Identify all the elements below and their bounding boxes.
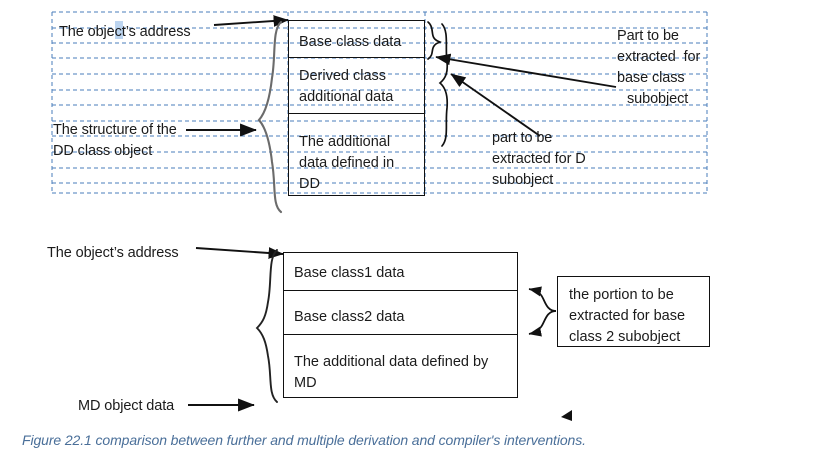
label-extract-d-line1: part to be xyxy=(492,130,553,146)
memory-block-dd xyxy=(288,20,425,196)
memory-cell-dd-base: Base class data xyxy=(299,34,402,50)
memory-cell-md-base1: Base class1 data xyxy=(294,265,405,281)
label-extract-base-line4: subobject xyxy=(627,91,689,107)
brace-d-subobject-large xyxy=(438,23,449,147)
label-portion-line3: class 2 subobject xyxy=(569,329,681,345)
memory-block-md xyxy=(283,252,518,398)
label-extract-d-line3: subobject xyxy=(492,172,554,188)
label-structure-dd-line2: DD class object xyxy=(53,143,153,159)
memory-cell-md-additional-line1: The additional data defined by xyxy=(294,354,489,370)
label-structure-dd-line1: The structure of the xyxy=(53,122,177,138)
brace-md-object xyxy=(255,249,278,403)
label-extract-base-line3: base class xyxy=(617,70,685,86)
arrow-object-address-bottom xyxy=(195,247,284,259)
stray-arrowhead-icon xyxy=(561,410,572,421)
memory-cell-dd-additional-line1: The additional xyxy=(299,134,391,150)
label-md-object-data: MD object data xyxy=(78,398,175,414)
figure-caption: Figure 22.1 comparison between further a… xyxy=(22,432,586,448)
brace-base-subobject-small xyxy=(427,21,442,60)
arrow-part-base-subobject xyxy=(435,53,617,88)
connector-portion-upper xyxy=(528,286,557,312)
brace-structure-dd xyxy=(257,20,283,214)
label-portion-line2: extracted for base xyxy=(569,308,686,324)
label-object-address-top: The object’s address xyxy=(59,24,191,40)
memory-block-dd-divider-1 xyxy=(288,57,425,58)
label-portion-line1: the portion to be xyxy=(569,287,674,303)
memory-block-md-divider-2 xyxy=(283,334,518,335)
memory-cell-dd-additional-line3: DD xyxy=(299,176,320,192)
connector-portion-lower xyxy=(528,310,557,337)
arrow-part-d-subobject xyxy=(450,73,541,137)
memory-block-md-divider-1 xyxy=(283,290,518,291)
memory-cell-dd-additional-line2: data defined in xyxy=(299,155,395,171)
memory-cell-dd-derived-line1: Derived class xyxy=(299,68,387,84)
label-extract-base-line1: Part to be xyxy=(617,28,679,44)
label-extract-base-line2: extracted for xyxy=(617,49,701,65)
memory-block-dd-divider-2 xyxy=(288,113,425,114)
memory-cell-md-base2: Base class2 data xyxy=(294,309,405,325)
label-extract-d-line2: extracted for D xyxy=(492,151,586,167)
memory-cell-dd-derived-line2: additional data xyxy=(299,89,394,105)
memory-cell-md-additional-line2: MD xyxy=(294,375,317,391)
callout-box-portion xyxy=(557,276,710,347)
arrow-object-address-top xyxy=(213,15,289,27)
text-selection-highlight xyxy=(115,21,123,39)
label-object-address-bottom: The object’s address xyxy=(47,245,179,261)
